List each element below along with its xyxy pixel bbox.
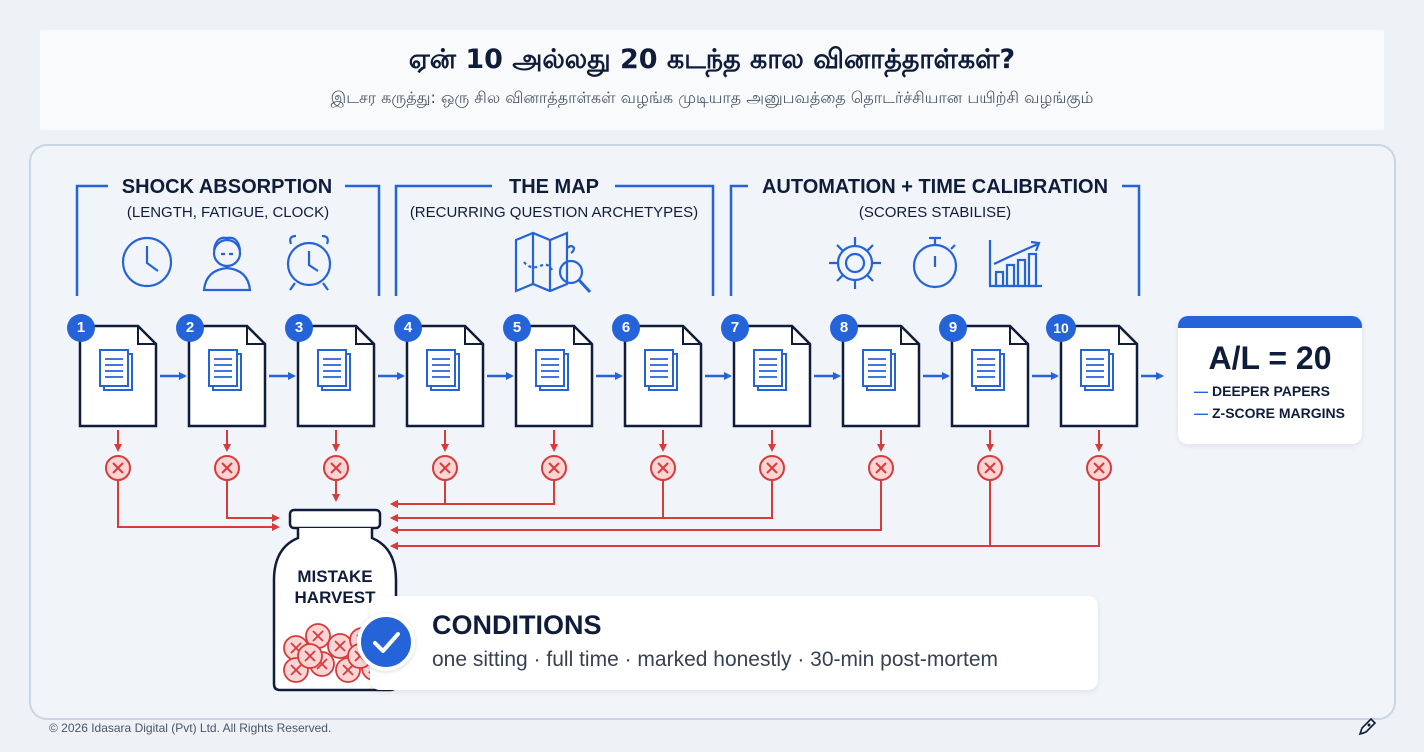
paper-number-badge: 4: [394, 314, 422, 342]
copyright-footer: © 2026 Idasara Digital (Pvt) Ltd. All Ri…: [49, 721, 332, 735]
phase-title-shock: SHOCK ABSORPTION: [110, 176, 344, 199]
al-target-card: A/L = 20 —DEEPER PAPERS —Z-SCORE MARGINS: [1178, 316, 1362, 444]
mistake-x-icon: [432, 455, 458, 481]
paper-document: [296, 324, 376, 428]
phase-bracket-3: [729, 184, 1141, 296]
paper-number-badge: 1: [67, 314, 95, 342]
mistake-x-icon: [214, 455, 240, 481]
mistake-x-icon: [650, 455, 676, 481]
paper-document: [1059, 324, 1139, 428]
card-accent-bar: [1178, 316, 1362, 328]
paper-document: [187, 324, 267, 428]
clock-icon: [121, 236, 173, 288]
mistake-route: [390, 480, 664, 522]
paper-document: [950, 324, 1030, 428]
mistake-x-icon: [323, 455, 349, 481]
paper-number-badge: 2: [176, 314, 204, 342]
mistake-route: [390, 480, 773, 522]
paper-number-badge: 10: [1046, 314, 1076, 342]
phase-subtitle-automation: (SCORES STABILISE): [858, 204, 1012, 221]
paper-number-badge: 5: [503, 314, 531, 342]
phase-title-map: THE MAP: [494, 176, 614, 199]
phase-subtitle-map: (RECURRING QUESTION ARCHETYPES): [409, 204, 699, 221]
jar-label: MISTAKE HARVEST: [294, 567, 376, 607]
header: ஏன் 10 அல்லது 20 கடந்த கால வினாத்தாள்கள்…: [40, 30, 1384, 130]
alarm-clock-icon: [286, 234, 332, 291]
conditions-text: one sitting · full time · marked honestl…: [432, 648, 999, 671]
mistake-route: [390, 480, 555, 508]
paper-document: [732, 324, 812, 428]
page-subtitle: இடசர கருத்து: ஒரு சில வினாத்தாள்கள் வழங்…: [330, 88, 1094, 107]
mistake-x-icon: [977, 455, 1003, 481]
mistake-route: [390, 480, 882, 534]
mistake-x-icon: [105, 455, 131, 481]
mistake-route: [390, 480, 1100, 550]
mistake-route: [390, 480, 446, 508]
mistake-route: [390, 480, 991, 550]
paper-number-badge: 6: [612, 314, 640, 342]
tired-face-icon: [202, 236, 252, 292]
al-title: A/L = 20: [1208, 340, 1332, 376]
stopwatch-icon: [912, 236, 958, 289]
al-item: —DEEPER PAPERS: [1194, 383, 1330, 399]
paper-document: [78, 324, 158, 428]
phase-bracket-2: [394, 184, 715, 296]
paper-document: [841, 324, 921, 428]
al-item: —Z-SCORE MARGINS: [1194, 405, 1345, 421]
mistake-x-icon: [868, 455, 894, 481]
page-title: ஏன் 10 அல்லது 20 கடந்த கால வினாத்தாள்கள்…: [408, 44, 1016, 75]
pen-icon: [1358, 717, 1377, 736]
phase-bracket-1: [75, 184, 381, 296]
paper-document: [514, 324, 594, 428]
mistake-x-icon: [541, 455, 567, 481]
phase-title-automation: AUTOMATION + TIME CALIBRATION: [748, 176, 1122, 199]
mistake-route: [226, 480, 280, 522]
check-icon: [357, 613, 415, 671]
gear-icon: [829, 237, 881, 289]
mistake-ball: [297, 643, 323, 669]
paper-document: [405, 324, 485, 428]
phase-subtitle-shock: (LENGTH, FATIGUE, CLOCK): [126, 204, 330, 221]
paper-document: [623, 324, 703, 428]
paper-number-badge: 3: [285, 314, 313, 342]
mistake-ball: [305, 623, 331, 649]
paper-number-badge: 7: [721, 314, 749, 342]
mistake-route: [117, 480, 280, 531]
bar-chart-rising-icon: [988, 240, 1042, 288]
mistake-x-icon: [759, 455, 785, 481]
conditions-title: CONDITIONS: [432, 610, 602, 640]
paper-number-badge: 9: [939, 314, 967, 342]
paper-number-badge: 8: [830, 314, 858, 342]
map-search-icon: [514, 231, 592, 294]
conditions-card: CONDITIONS one sitting · full time · mar…: [370, 596, 1098, 690]
mistake-x-icon: [1086, 455, 1112, 481]
